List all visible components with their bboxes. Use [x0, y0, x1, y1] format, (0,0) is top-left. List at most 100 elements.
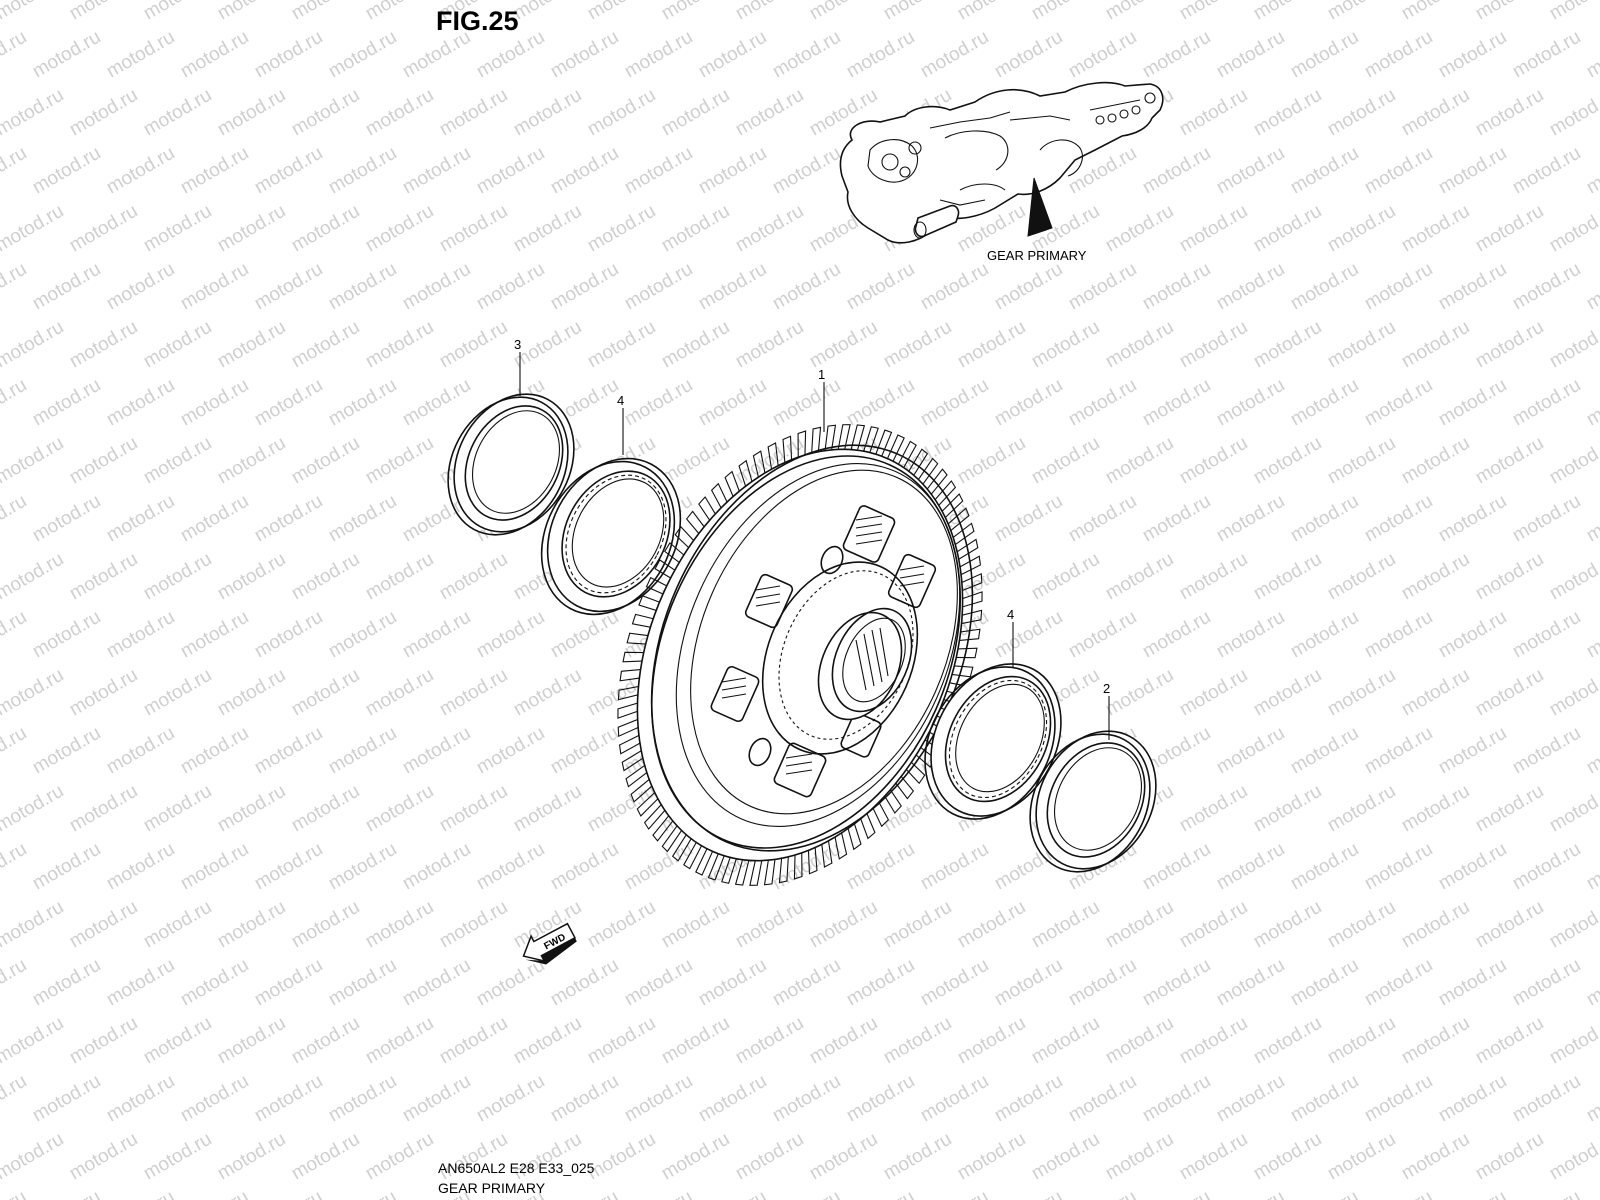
watermark-text: motod.ru — [1102, 897, 1177, 953]
part-2-oil-seal[interactable] — [1007, 710, 1179, 893]
watermark-text: motod.ru — [769, 27, 844, 83]
watermark-text: motod.ru — [880, 317, 955, 373]
watermark-text: motod.ru — [695, 1071, 770, 1127]
gear-tooth — [824, 424, 837, 451]
watermark-text: motod.ru — [1509, 1187, 1584, 1200]
gear-tooth — [664, 542, 685, 563]
watermark-text: motod.ru — [1250, 201, 1325, 257]
gear-tooth — [643, 804, 666, 830]
watermark-text: motod.ru — [399, 607, 474, 663]
watermark-text: motod.ru — [1250, 85, 1325, 141]
watermark-text: motod.ru — [1324, 85, 1399, 141]
watermark-text: motod.ru — [1324, 781, 1399, 837]
watermark-text: motod.ru — [1065, 955, 1140, 1011]
watermark-text: motod.ru — [917, 1071, 992, 1127]
watermark-text: motod.ru — [0, 491, 30, 547]
part-4-bearing-right[interactable] — [899, 641, 1086, 842]
watermark-text: motod.ru — [880, 1013, 955, 1069]
watermark-text: motod.ru — [658, 201, 733, 257]
gear-tooth — [884, 789, 902, 814]
watermark-text: motod.ru — [806, 0, 881, 24]
watermark-text: motod.ru — [0, 143, 30, 199]
watermark-text: motod.ru — [1102, 433, 1177, 489]
part-4-bearing-left[interactable] — [516, 435, 707, 637]
callout-4-left[interactable]: 4 — [617, 393, 624, 408]
watermark-text: motod.ru — [140, 1013, 215, 1069]
watermark-text: motod.ru — [103, 259, 178, 315]
watermark-text: motod.ru — [399, 143, 474, 199]
watermark-text: motod.ru — [436, 201, 511, 257]
watermark-text: motod.ru — [917, 259, 992, 315]
gear-tooth — [724, 470, 740, 497]
watermark-text: motod.ru — [0, 1013, 67, 1069]
watermark-text: motod.ru — [1139, 1187, 1214, 1200]
watermark-text: motod.ru — [510, 1013, 585, 1069]
watermark-text: motod.ru — [1139, 607, 1214, 663]
watermark-text: motod.ru — [991, 259, 1066, 315]
engine-assembly-inset[interactable]: GEAR PRIMARY — [839, 81, 1164, 263]
fwd-arrow-icon: FWD — [522, 922, 577, 965]
watermark-text: motod.ru — [1546, 317, 1600, 373]
watermark-text: motod.ru — [695, 27, 770, 83]
watermark-text: motod.ru — [1546, 1129, 1600, 1185]
watermark-text: motod.ru — [0, 665, 67, 721]
watermark-text: motod.ru — [1398, 1013, 1473, 1069]
watermark-text: motod.ru — [1065, 375, 1140, 431]
watermark-text: motod.ru — [843, 375, 918, 431]
watermark-text: motod.ru — [1102, 201, 1177, 257]
watermark-text: motod.ru — [362, 85, 437, 141]
watermark-text: motod.ru — [177, 723, 252, 779]
watermark-text: motod.ru — [29, 143, 104, 199]
watermark-text: motod.ru — [1435, 955, 1510, 1011]
gear-tooth — [872, 801, 890, 828]
watermark-text: motod.ru — [362, 433, 437, 489]
watermark-text: motod.ru — [1509, 143, 1584, 199]
watermark-text: motod.ru — [288, 781, 363, 837]
watermark-text: motod.ru — [510, 201, 585, 257]
watermark-text: motod.ru — [1361, 375, 1436, 431]
watermark-text: motod.ru — [140, 781, 215, 837]
callout-4-right[interactable]: 4 — [1007, 607, 1014, 622]
part-1-gear-primary[interactable] — [576, 394, 1034, 912]
watermark-text: motod.ru — [510, 665, 585, 721]
gear-hole — [748, 737, 772, 767]
watermark-text: motod.ru — [695, 143, 770, 199]
watermark-text: motod.ru — [658, 317, 733, 373]
gear-tooth — [636, 792, 659, 817]
watermark-text: motod.ru — [177, 143, 252, 199]
callout-1[interactable]: 1 — [818, 367, 825, 382]
part-3-oil-seal[interactable] — [425, 373, 597, 556]
watermark-text: motod.ru — [288, 85, 363, 141]
watermark-text: motod.ru — [769, 259, 844, 315]
callout-2[interactable]: 2 — [1103, 681, 1110, 696]
watermark-text: motod.ru — [214, 201, 289, 257]
gear-tooth — [797, 430, 807, 458]
watermark-text: motod.ru — [510, 781, 585, 837]
watermark-text: motod.ru — [1546, 201, 1600, 257]
watermark-text: motod.ru — [0, 723, 30, 779]
watermark-text: motod.ru — [325, 1071, 400, 1127]
gear-tooth — [956, 647, 978, 659]
gear-tooth — [951, 665, 974, 678]
watermark-text: motod.ru — [510, 0, 585, 24]
watermark-text: motod.ru — [843, 839, 918, 895]
gear-tooth — [638, 595, 660, 611]
callout-3[interactable]: 3 — [514, 337, 521, 352]
watermark-text: motod.ru — [1546, 85, 1600, 141]
watermark-text: motod.ru — [1213, 143, 1288, 199]
watermark-text: motod.ru — [325, 143, 400, 199]
watermark-text: motod.ru — [1546, 665, 1600, 721]
gear-tooth — [674, 525, 695, 549]
watermark-text: motod.ru — [1472, 665, 1547, 721]
watermark-text: motod.ru — [436, 897, 511, 953]
watermark-text: motod.ru — [325, 259, 400, 315]
watermark-text: motod.ru — [362, 781, 437, 837]
watermark-text: motod.ru — [251, 27, 326, 83]
watermark-text: motod.ru — [547, 143, 622, 199]
watermark-text: motod.ru — [0, 259, 30, 315]
gear-tooth — [619, 669, 641, 682]
watermark-text: motod.ru — [1176, 317, 1251, 373]
watermark-text: motod.ru — [66, 1129, 141, 1185]
gear-tooth — [752, 450, 766, 478]
watermark-text: motod.ru — [436, 85, 511, 141]
